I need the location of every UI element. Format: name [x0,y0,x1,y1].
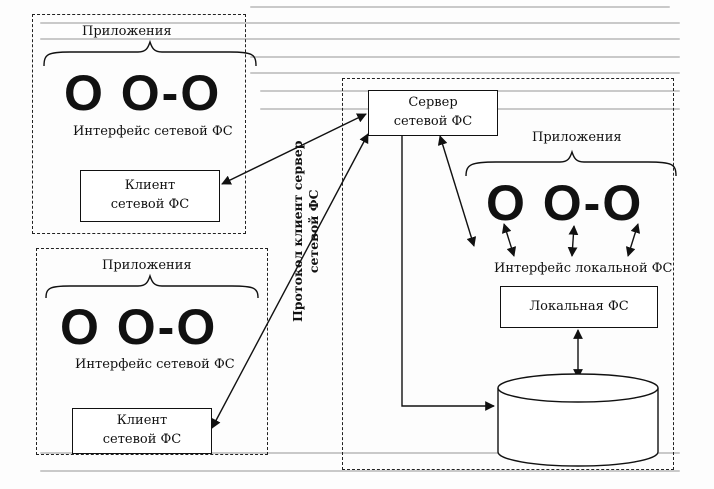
arrow-client-top-server [221,113,367,185]
local-fs-label: Локальная ФС [529,298,629,314]
network-fs-interface-bottom: Интерфейс сетевой ФС [75,357,235,372]
server-label-line1: Сервер [408,95,458,111]
disk-top [497,373,659,403]
arrow-client-bottom-server [211,133,369,429]
arrow-app3-interface [625,223,641,257]
client-label-line1: Клиент [124,178,176,194]
arrow-app2-interface [567,225,579,257]
client-box-bottom: Клиент сетевой ФС [72,408,212,454]
apps-label-top: Приложения [82,24,172,39]
client-label-line1: Клиент [116,413,168,429]
local-fs-box: Локальная ФС [500,286,658,328]
client-box-top: Клиент сетевой ФС [80,170,220,222]
arrow-server-local-interface [437,135,477,247]
apps-brace-top [43,39,257,67]
apps-glyph-top: O O-O [64,65,222,121]
local-fs-interface: Интерфейс локальной ФС [494,261,673,276]
apps-brace-bottom [45,273,259,299]
apps-glyph-server: O O-O [486,175,644,231]
network-fs-interface-top: Интерфейс сетевой ФС [73,124,233,139]
server-label-line2: сетевой ФС [393,114,473,129]
apps-label-bottom: Приложения [102,258,192,273]
arrow-server-disk [401,136,495,411]
apps-glyph-bottom: O O-O [60,299,218,355]
client-label-line2: сетевой ФС [110,197,190,212]
client-label-line2: сетевой ФС [102,432,182,447]
disk-cylinder [497,388,659,467]
arrow-app1-interface [501,223,517,257]
server-box: Сервер сетевой ФС [368,90,498,136]
apps-brace-server [465,149,677,177]
apps-label-server: Приложения [532,130,622,145]
